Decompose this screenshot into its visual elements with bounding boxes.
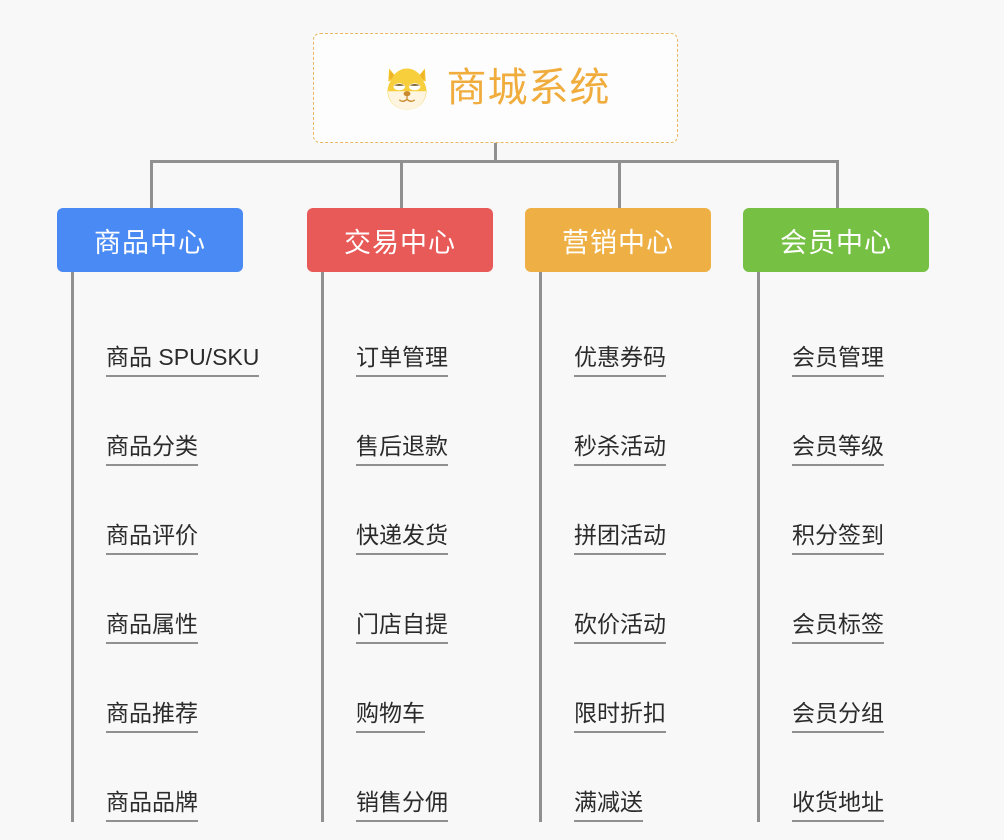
- leaf-label: 砍价活动: [574, 612, 666, 644]
- connector-drop-2: [400, 160, 403, 208]
- list-item[interactable]: 收货地址: [760, 733, 929, 822]
- branch-column-4: 会员中心 会员管理 会员等级 积分签到 会员标签 会员分组 收货地址: [743, 208, 929, 822]
- leaf-label: 优惠券码: [574, 345, 666, 377]
- leaf-label: 商品分类: [106, 434, 198, 466]
- leaf-label: 购物车: [356, 701, 425, 733]
- leaf-list-3: 优惠券码 秒杀活动 拼团活动 砍价活动 限时折扣 满减送: [539, 272, 711, 822]
- leaf-label: 秒杀活动: [574, 434, 666, 466]
- category-header-3[interactable]: 营销中心: [525, 208, 711, 272]
- list-item[interactable]: 商品推荐: [74, 644, 243, 733]
- leaf-label: 会员分组: [792, 701, 884, 733]
- leaf-label: 售后退款: [356, 434, 448, 466]
- list-item[interactable]: 商品属性: [74, 555, 243, 644]
- list-item[interactable]: 积分签到: [760, 466, 929, 555]
- list-item[interactable]: 会员分组: [760, 644, 929, 733]
- list-item[interactable]: 会员等级: [760, 377, 929, 466]
- list-item[interactable]: 商品 SPU/SKU: [74, 288, 260, 377]
- branch-column-3: 营销中心 优惠券码 秒杀活动 拼团活动 砍价活动 限时折扣 满减送: [525, 208, 711, 822]
- leaf-label: 商品品牌: [106, 790, 198, 822]
- list-item[interactable]: 门店自提: [324, 555, 493, 644]
- category-header-3-label: 营销中心: [562, 227, 674, 258]
- category-header-1[interactable]: 商品中心: [57, 208, 243, 272]
- leaf-list-1: 商品 SPU/SKU 商品分类 商品评价 商品属性 商品推荐 商品品牌: [71, 272, 260, 822]
- root-node-mall-system[interactable]: 商城系统: [313, 33, 678, 143]
- list-item[interactable]: 拼团活动: [542, 466, 711, 555]
- leaf-list-4: 会员管理 会员等级 积分签到 会员标签 会员分组 收货地址: [757, 272, 929, 822]
- leaf-label: 积分签到: [792, 523, 884, 555]
- branch-column-2: 交易中心 订单管理 售后退款 快递发货 门店自提 购物车 销售分佣: [307, 208, 493, 822]
- list-item[interactable]: 会员管理: [760, 288, 929, 377]
- leaf-label: 商品属性: [106, 612, 198, 644]
- list-item[interactable]: 购物车: [324, 644, 493, 733]
- list-item[interactable]: 限时折扣: [542, 644, 711, 733]
- leaf-label: 商品评价: [106, 523, 198, 555]
- leaf-label: 订单管理: [356, 345, 448, 377]
- list-item[interactable]: 销售分佣: [324, 733, 493, 822]
- connector-root-stem: [494, 143, 497, 163]
- connector-drop-4: [836, 160, 839, 208]
- leaf-label: 会员等级: [792, 434, 884, 466]
- leaf-label: 门店自提: [356, 612, 448, 644]
- leaf-label: 快递发货: [356, 523, 448, 555]
- leaf-label: 拼团活动: [574, 523, 666, 555]
- category-header-1-label: 商品中心: [94, 227, 206, 258]
- list-item[interactable]: 砍价活动: [542, 555, 711, 644]
- list-item[interactable]: 商品评价: [74, 466, 243, 555]
- leaf-list-2: 订单管理 售后退款 快递发货 门店自提 购物车 销售分佣: [321, 272, 493, 822]
- list-item[interactable]: 满减送: [542, 733, 711, 822]
- category-header-4[interactable]: 会员中心: [743, 208, 929, 272]
- category-header-4-label: 会员中心: [780, 227, 892, 258]
- connector-drop-3: [618, 160, 621, 208]
- list-item[interactable]: 会员标签: [760, 555, 929, 644]
- leaf-label: 商品推荐: [106, 701, 198, 733]
- branch-column-1: 商品中心 商品 SPU/SKU 商品分类 商品评价 商品属性 商品推荐 商品品牌: [57, 208, 260, 822]
- list-item[interactable]: 商品品牌: [74, 733, 243, 822]
- list-item[interactable]: 订单管理: [324, 288, 493, 377]
- leaf-label: 收货地址: [792, 790, 884, 822]
- leaf-label: 满减送: [574, 790, 643, 822]
- category-header-2[interactable]: 交易中心: [307, 208, 493, 272]
- leaf-label: 会员标签: [792, 612, 884, 644]
- leaf-label: 限时折扣: [574, 701, 666, 733]
- list-item[interactable]: 秒杀活动: [542, 377, 711, 466]
- connector-horizontal-bus: [150, 160, 839, 163]
- leaf-label: 会员管理: [792, 345, 884, 377]
- leaf-label: 销售分佣: [356, 790, 448, 822]
- list-item[interactable]: 快递发货: [324, 466, 493, 555]
- category-header-2-label: 交易中心: [344, 227, 456, 258]
- list-item[interactable]: 商品分类: [74, 377, 243, 466]
- root-node-label: 商城系统: [446, 66, 611, 110]
- leaf-label: 商品 SPU/SKU: [106, 345, 260, 377]
- list-item[interactable]: 优惠券码: [542, 288, 711, 377]
- shiba-dog-icon: [387, 68, 426, 110]
- connector-drop-1: [150, 160, 153, 208]
- list-item[interactable]: 售后退款: [324, 377, 493, 466]
